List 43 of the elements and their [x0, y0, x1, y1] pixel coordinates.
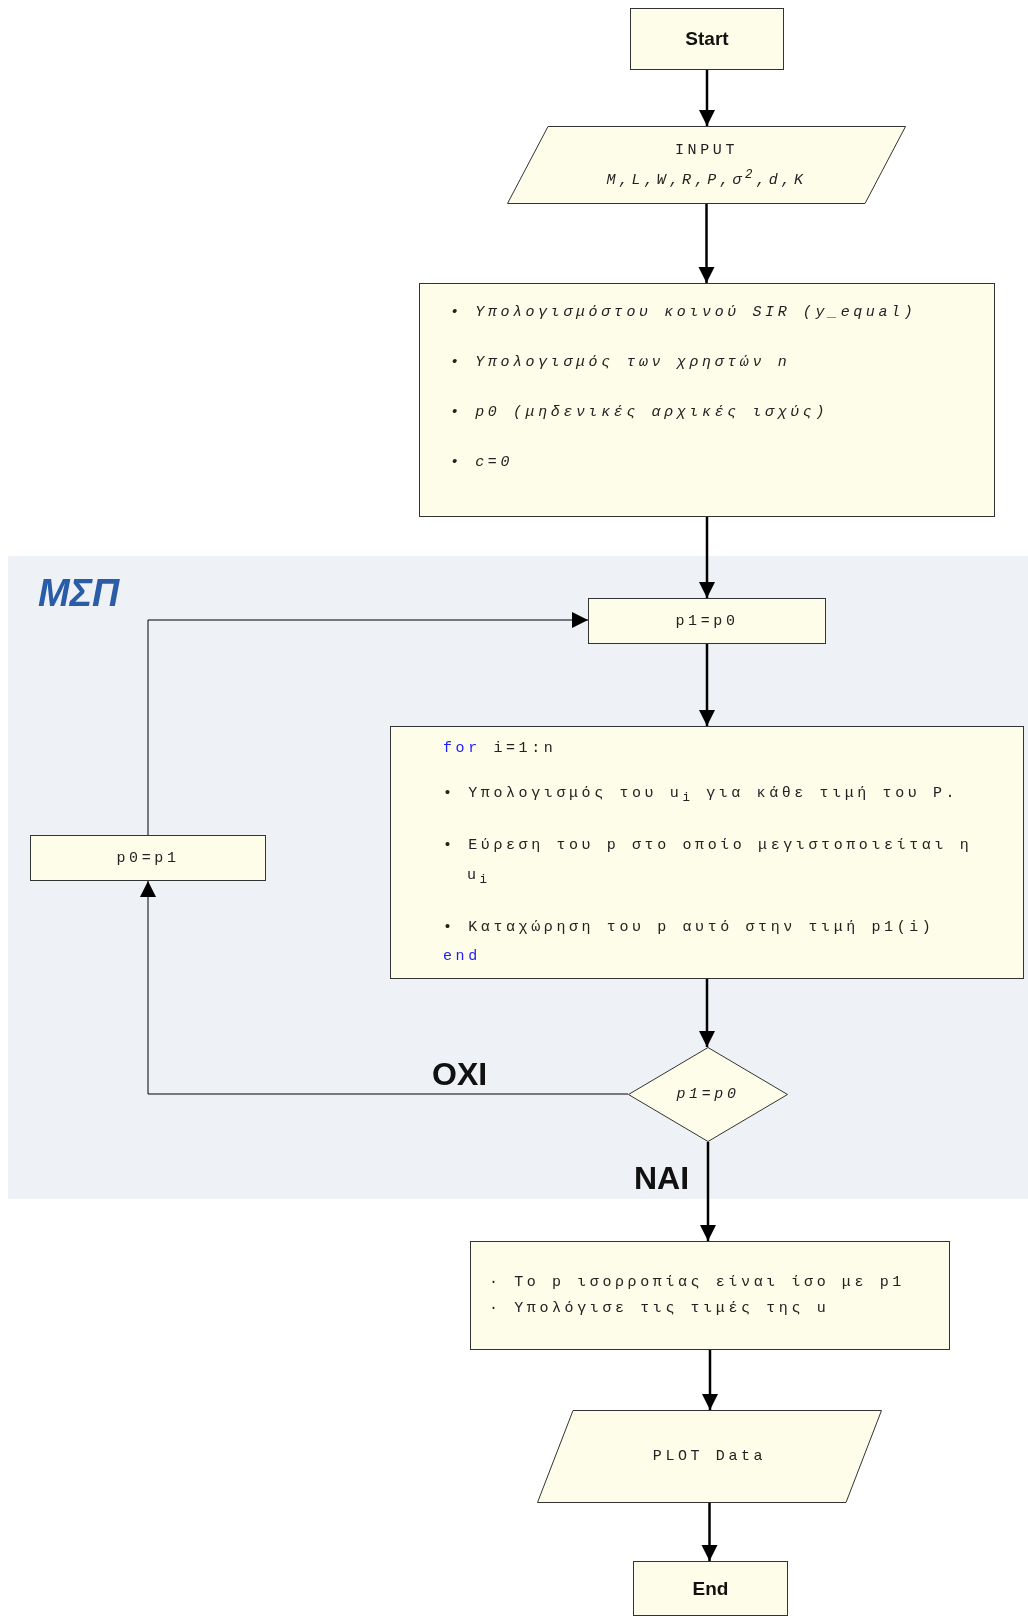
arrow: [698, 204, 715, 283]
arrow: [699, 979, 715, 1047]
bullet-item: · Το p ισορροπίας είναι ίσο με p1: [489, 1272, 905, 1293]
code-line: for i=1:n: [443, 739, 558, 759]
process-box: [470, 1241, 950, 1350]
start-terminal: [630, 8, 784, 70]
bullet-item: • Υπολογισμός των χρηστών n: [450, 353, 792, 373]
node-text: p0=p1: [116, 849, 180, 867]
node-text: p1=p0: [676, 1086, 740, 1103]
input-parallelogram: [507, 126, 906, 204]
arrow: [700, 1142, 716, 1241]
end-terminal: [633, 1561, 788, 1616]
arrow: [699, 70, 715, 126]
process-box: [30, 835, 266, 881]
bullet-item: • Εύρεση του p στο οποίο μεγιστοποιείται η u$_{i}$: [443, 836, 974, 889]
bullet-item: • c=0: [450, 453, 514, 473]
node-text: M,L,W,R,P,σ$^{2}$,d,K: [606, 166, 807, 191]
bullet-item: • Καταχώρηση του p αυτό στην τιμή p1(i): [443, 918, 936, 938]
bullet-item: • Υπολογισμός του u$_{i}$ για κάθε τιμή του P.: [443, 784, 960, 807]
code-line: end: [443, 947, 482, 967]
node-text: INPUT: [675, 140, 738, 161]
process-box: [588, 598, 826, 644]
bullet-item: • p0 (μηδενικές αρχικές ισχύς): [450, 403, 830, 423]
arrow: [140, 880, 629, 1095]
group-band: [8, 556, 1028, 1199]
terminal-label: End: [692, 1577, 729, 1600]
terminal-label: Start: [685, 28, 729, 50]
arrow: [699, 517, 715, 598]
bullet-item: • Υπολογισμόστου κοινού SIR (y_equal): [450, 303, 918, 323]
edge-label: ΝΑΙ: [634, 1160, 690, 1197]
output-parallelogram: [537, 1410, 882, 1503]
arrow: [147, 612, 589, 836]
process-box: [419, 283, 995, 517]
edge-label: ΟΧΙ: [432, 1056, 488, 1093]
arrow: [701, 1503, 718, 1561]
bullet-item: · Υπολόγισε τις τιμές της u: [489, 1298, 831, 1319]
arrow: [699, 644, 715, 726]
decision-diamond: [628, 1047, 788, 1142]
node-text: PLOT Data: [652, 1447, 767, 1467]
arrow: [702, 1350, 718, 1410]
loop-box: [390, 726, 1024, 979]
group-title: ΜΣΠ: [38, 572, 120, 615]
node-text: p1=p0: [675, 612, 739, 630]
